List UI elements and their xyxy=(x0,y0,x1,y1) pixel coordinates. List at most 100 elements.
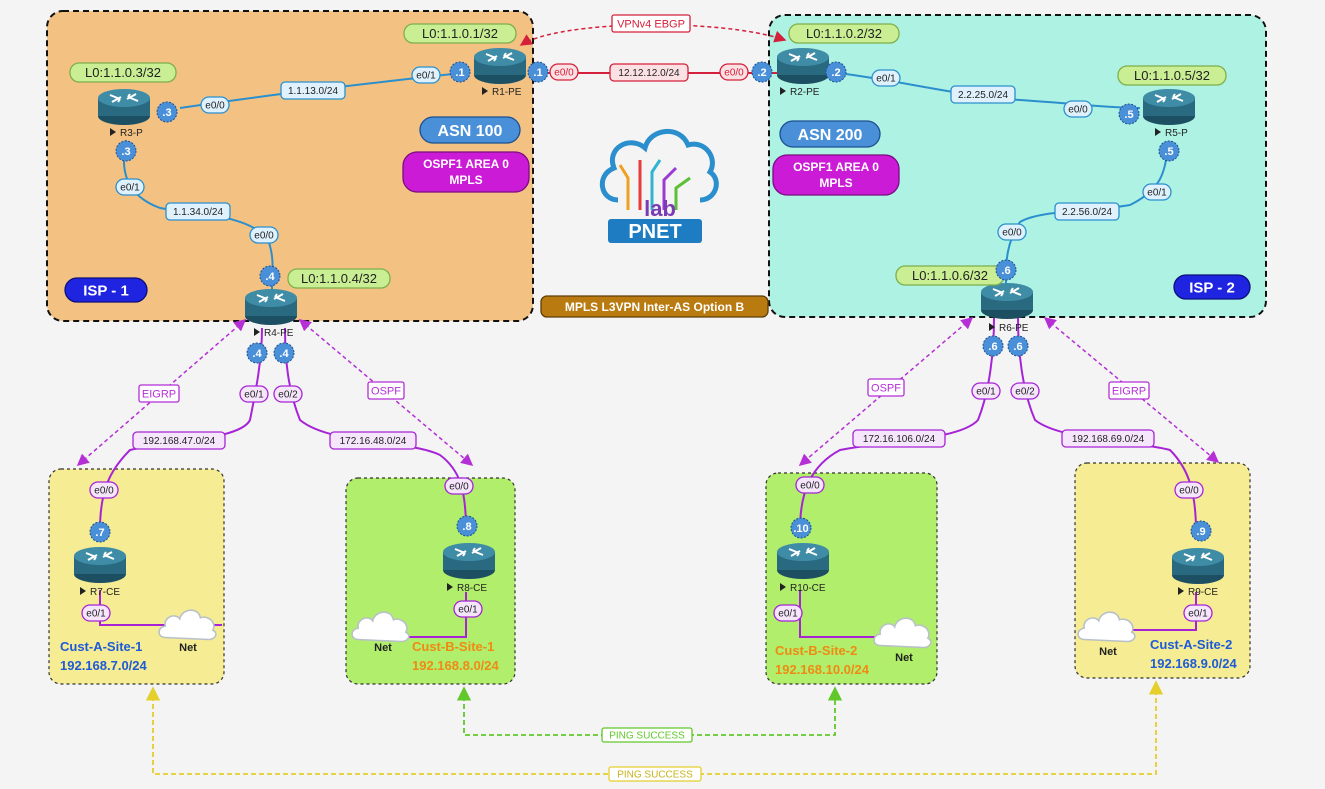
router-r7-name-label: R7-CE xyxy=(90,587,120,598)
hostid-r6-left: .6 xyxy=(982,335,1004,357)
hostid-r2-right: .2 xyxy=(825,61,847,83)
router-r4-icon[interactable] xyxy=(244,288,298,326)
ospf-mpls-badge-isp1-line: OSPF1 AREA 0 xyxy=(423,157,509,171)
cust-a2-name: Cust-A-Site-2 xyxy=(1150,637,1232,652)
router-r8-name-label: R8-CE xyxy=(457,583,487,594)
router-r9-name[interactable]: R9-CE xyxy=(1178,587,1218,598)
isp1-zone xyxy=(46,10,534,322)
if-r9-e01: e0/1 xyxy=(1183,604,1213,622)
router-r10-name-label: R10-CE xyxy=(790,583,826,594)
if-r6-e01: e0/1 xyxy=(971,382,1001,400)
hostid-r1-left: .1 xyxy=(449,61,471,83)
loopback-r5: L0:1.1.0.5/32 xyxy=(1117,65,1227,86)
if-r8-e00: e0/0 xyxy=(444,477,474,495)
bgp-label: VPNv4 EBGP xyxy=(611,14,691,33)
proto-eigrp-left: EIGRP xyxy=(138,384,180,403)
subnet-r1r2-text: 12.12.12.0/24 xyxy=(618,68,680,79)
subnet-r1r2: 12.12.12.0/24 xyxy=(609,63,689,82)
router-r9-icon[interactable] xyxy=(1171,547,1225,585)
loopback-r1-text: L0:1.1.0.1/32 xyxy=(422,26,498,41)
subnet-r6r10: 172.16.106.0/24 xyxy=(852,429,946,448)
router-r1-icon[interactable] xyxy=(473,47,527,85)
loopback-r3-text: L0:1.1.0.3/32 xyxy=(85,65,161,80)
ospf-mpls-badge-isp2-line: OSPF1 AREA 0 xyxy=(793,160,879,174)
cust-b2-subnet: 192.168.10.0/24 xyxy=(775,662,870,677)
play-icon xyxy=(1155,128,1161,136)
bgp-arrow xyxy=(519,24,787,46)
hostid-r5-left-text: .5 xyxy=(1124,109,1133,121)
if-r7-e01-text: e0/1 xyxy=(86,609,106,620)
router-r6-icon[interactable] xyxy=(980,282,1034,320)
pnet-logo: lab PNET xyxy=(600,128,719,243)
router-r7-icon[interactable] xyxy=(73,546,127,584)
router-r5-name[interactable]: R5-P xyxy=(1155,128,1188,139)
subnet-r4r8-text: 172.16.48.0/24 xyxy=(340,436,407,447)
logo-cloud-icon xyxy=(600,128,719,203)
router-r4-name[interactable]: R4-PE xyxy=(254,328,294,339)
hostid-r2-left-text: .2 xyxy=(757,67,766,79)
title-badge: MPLS L3VPN Inter-AS Option B xyxy=(540,295,769,318)
hostid-r9: .9 xyxy=(1190,520,1212,542)
loopback-r6: L0:1.1.0.6/32 xyxy=(895,265,1005,286)
if-r6-e00: e0/0 xyxy=(997,223,1027,241)
if-r6-e02: e0/2 xyxy=(1010,382,1040,400)
hostid-r6-right: .6 xyxy=(1007,335,1029,357)
router-r2-name[interactable]: R2-PE xyxy=(780,87,820,98)
net-label-a2: Net xyxy=(1099,646,1117,658)
play-icon xyxy=(780,583,786,591)
router-r8-icon[interactable] xyxy=(442,542,496,580)
loopback-r1: L0:1.1.0.1/32 xyxy=(403,23,517,44)
loopback-r6-text: L0:1.1.0.6/32 xyxy=(912,268,988,283)
hostid-r4-right: .4 xyxy=(273,342,295,364)
router-r6-name-label: R6-PE xyxy=(999,323,1029,334)
router-r6-name[interactable]: R6-PE xyxy=(989,323,1029,334)
router-r1-name[interactable]: R1-PE xyxy=(482,87,522,98)
subnet-r4r8: 172.16.48.0/24 xyxy=(329,431,417,450)
isp1-badge-text: ISP - 1 xyxy=(83,282,129,299)
if-r4-e01-text: e0/1 xyxy=(244,390,264,401)
hostid-r2-right-text: .2 xyxy=(831,67,840,79)
hostid-r1-right-text: .1 xyxy=(533,67,542,79)
net-label-a1: Net xyxy=(179,642,197,654)
if-r10-e00: e0/0 xyxy=(795,476,825,494)
if-r10-e01: e0/1 xyxy=(773,604,803,622)
if-r1-e00-text: e0/0 xyxy=(554,68,574,79)
cust-b1-name: Cust-B-Site-1 xyxy=(412,639,494,654)
play-icon xyxy=(80,587,86,595)
if-r6-e01-text: e0/1 xyxy=(976,387,996,398)
hostid-r10-text: .10 xyxy=(793,523,808,535)
hostid-r5-bottom: .5 xyxy=(1158,140,1180,162)
router-r9-name-label: R9-CE xyxy=(1188,587,1218,598)
proto-eigrp-right-text: EIGRP xyxy=(1112,385,1146,397)
hostid-r3-right: .3 xyxy=(156,101,178,123)
asn-badge-isp2: ASN 200 xyxy=(779,120,881,148)
play-icon xyxy=(254,328,260,336)
hostid-r3-right-text: .3 xyxy=(162,107,171,119)
play-icon xyxy=(110,128,116,136)
hostid-r10: .10 xyxy=(790,517,812,539)
router-r3-icon[interactable] xyxy=(97,88,151,126)
router-r2-icon[interactable] xyxy=(776,47,830,85)
subnet-r5r6: 2.2.56.0/24 xyxy=(1054,202,1120,221)
router-r3-name[interactable]: R3-P xyxy=(110,128,143,139)
hostid-r4-left-text: .4 xyxy=(252,348,262,360)
router-r10-name[interactable]: R10-CE xyxy=(780,583,826,594)
ospf-mpls-badge-isp2-line: MPLS xyxy=(819,176,852,190)
hostid-r7: .7 xyxy=(89,521,111,543)
router-r10-icon[interactable] xyxy=(776,542,830,580)
cust-a2-subnet: 192.168.9.0/24 xyxy=(1150,656,1238,671)
hostid-r4-top: .4 xyxy=(259,265,281,287)
router-r7-name[interactable]: R7-CE xyxy=(80,587,120,598)
proto-ospf-right: OSPF xyxy=(867,378,905,397)
subnet-r6r10-text: 172.16.106.0/24 xyxy=(863,434,936,445)
asn-badge-isp1-text: ASN 100 xyxy=(438,123,503,140)
router-r8-name[interactable]: R8-CE xyxy=(447,583,487,594)
if-r1-e00: e0/0 xyxy=(549,63,579,81)
play-icon xyxy=(989,323,995,331)
router-r5-icon[interactable] xyxy=(1142,88,1196,126)
proto-eigrp-right: EIGRP xyxy=(1108,381,1150,400)
if-r5-e01-text: e0/1 xyxy=(1147,188,1167,199)
if-r9-e00: e0/0 xyxy=(1174,481,1204,499)
loopback-r5-text: L0:1.1.0.5/32 xyxy=(1134,68,1210,83)
